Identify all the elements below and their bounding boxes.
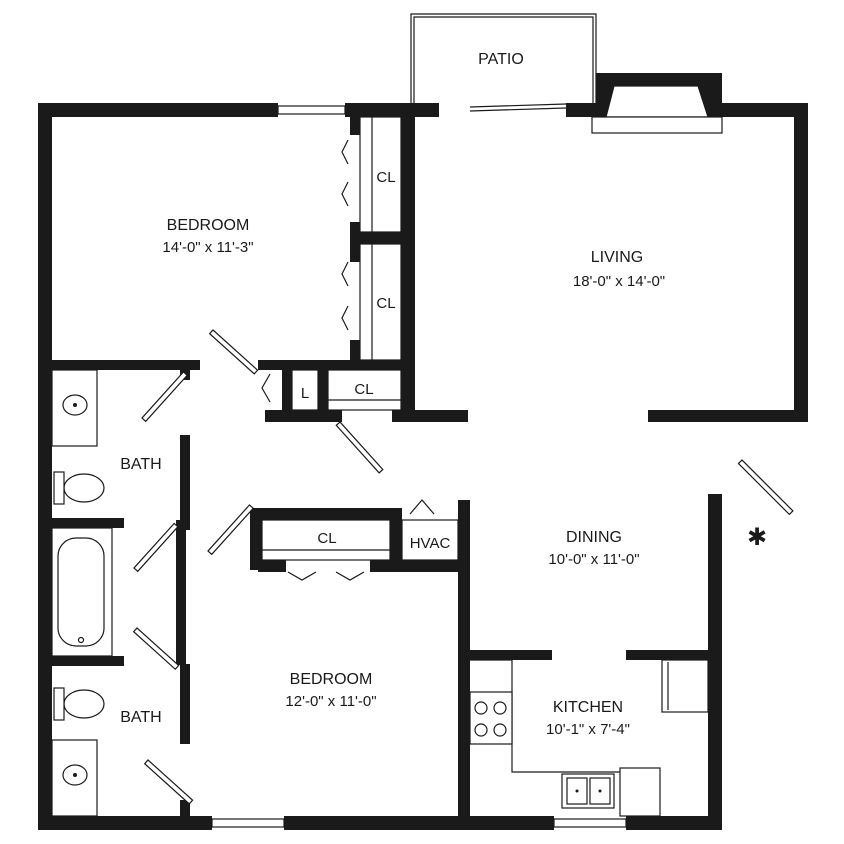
dining-label: DINING xyxy=(566,529,622,546)
dining-dims: 10'-0" x 11'-0" xyxy=(548,551,639,568)
bedroom2-dims: 12'-0" x 11'-0" xyxy=(285,693,376,710)
patio-label: PATIO xyxy=(478,51,524,68)
interior-walls xyxy=(52,103,808,830)
bifold-doors xyxy=(261,139,435,581)
kitchen-fixtures xyxy=(469,659,709,817)
living-dims: 18'-0" x 14'-0" xyxy=(573,273,665,290)
closet-lower-label: CL xyxy=(376,295,395,312)
bedroom1-label: BEDROOM xyxy=(167,217,250,234)
kitchen-dims: 10'-1" x 7'-4" xyxy=(546,721,630,738)
living-label: LIVING xyxy=(591,249,643,266)
closet-upper-label: CL xyxy=(376,169,395,186)
bath1-label: BATH xyxy=(120,456,161,473)
fireplace xyxy=(591,73,723,134)
windows xyxy=(211,105,627,828)
entry-marker: ✱ xyxy=(747,523,767,551)
hvac-label: HVAC xyxy=(410,535,451,552)
linen-closet-label: L xyxy=(301,385,309,402)
patio-outline xyxy=(410,13,597,103)
bedroom2-label: BEDROOM xyxy=(290,671,373,688)
closet-hall-label: CL xyxy=(354,381,373,398)
bath2-label: BATH xyxy=(120,709,161,726)
bath-fixtures xyxy=(51,369,113,817)
room-labels: PATIO LIVING 18'-0" x 14'-0" BEDROOM 14'… xyxy=(120,51,767,738)
closet-bedroom2-label: CL xyxy=(317,530,336,547)
swing-doors xyxy=(132,329,794,805)
bedroom1-dims: 14'-0" x 11'-3" xyxy=(162,239,253,256)
kitchen-label: KITCHEN xyxy=(553,699,623,716)
closet-details xyxy=(261,116,459,561)
patio-sliding-door xyxy=(469,103,567,112)
